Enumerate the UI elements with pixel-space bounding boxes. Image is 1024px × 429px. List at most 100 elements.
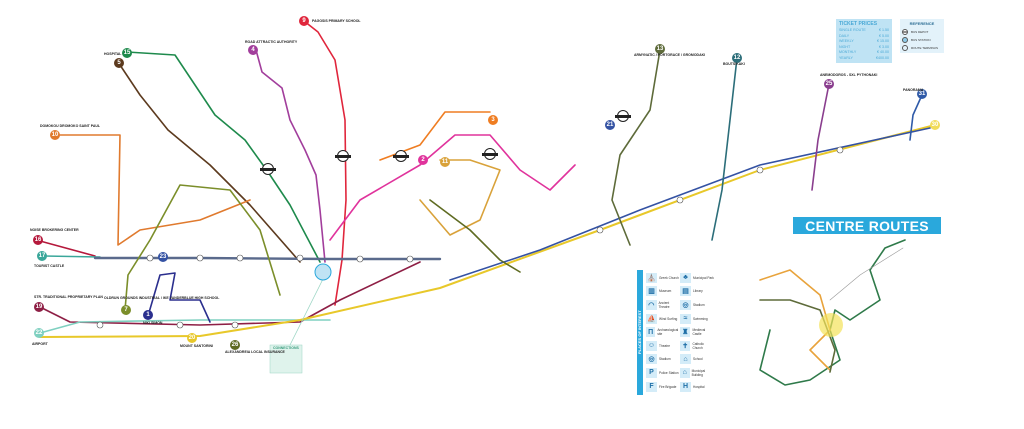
route-badge-1[interactable]: 1	[143, 310, 153, 320]
terminal-label: PANORAMA	[903, 88, 924, 92]
route-line-11[interactable]	[419, 159, 501, 236]
ticket-row: MONTHLY € 40.00	[839, 50, 889, 56]
poi-label: Library	[693, 289, 703, 294]
windsurf-icon: ⛵	[646, 313, 657, 324]
route-line-22[interactable]	[39, 319, 331, 334]
route-badge-22[interactable]: 22	[34, 328, 44, 338]
route-badge-15[interactable]: 15	[122, 48, 132, 58]
centre-route-orange[interactable]	[759, 269, 831, 371]
terminal-label: PAGOSIS PRIMARY SCHOOL	[312, 19, 361, 23]
poi-item: ◎Stadium	[680, 299, 714, 311]
route-badge-2[interactable]: 2	[418, 155, 428, 165]
ticket-price: € 3.00	[879, 44, 889, 49]
ticket-price: € 40.00	[877, 50, 889, 55]
ticket-price: € 1.50	[879, 28, 889, 32]
route-line-5[interactable]	[117, 61, 301, 263]
route-line-26[interactable]	[429, 199, 521, 273]
terminal-label: OLDRUN GROUNDS INDUSTRIAL / IKE VANDERBL…	[104, 296, 220, 300]
route-line-10[interactable]	[59, 134, 251, 246]
ticket-row: SINGLE ROUTE€ 1.50	[839, 28, 889, 34]
terminal-label: DOMOKOU DROMOKO SAINT PAUL	[40, 124, 101, 128]
poi-label: Catholic Church	[692, 341, 704, 350]
route-badge-25[interactable]: 25	[824, 79, 834, 89]
route-line-1[interactable]	[147, 272, 211, 323]
route-badge-9[interactable]: 9	[299, 16, 309, 26]
school-icon: ⌂	[680, 354, 691, 365]
terminal-label: BOUTSIKAKI	[723, 62, 745, 66]
poi-label: Police Station	[659, 370, 679, 375]
route-badge-5[interactable]: 5	[114, 58, 124, 68]
route-badge-26[interactable]: 26	[230, 340, 240, 350]
bus-depot-icon	[260, 163, 276, 175]
ticket-label: MONTHLY	[839, 50, 857, 55]
route-badge-12[interactable]: 12	[732, 53, 742, 63]
places-of-interest-legend: PLACES OF INTEREST ⛪Greek Church♣Municip…	[637, 270, 714, 395]
bus-depot-icon	[615, 110, 631, 122]
poi-label: Municipal Building	[691, 368, 706, 377]
terminal-label: ALEXANDREIA LOCAL INSURANCE	[225, 350, 285, 354]
terminal-label: MOUNT SANTORINI	[180, 344, 213, 348]
route-line-19[interactable]	[39, 261, 421, 326]
terminal-label: ARMYNATIC / PORTGRACE / GROMODAKI	[634, 53, 706, 57]
ticket-label: NIGHT	[839, 44, 851, 49]
poi-item: ⛪Greek Church	[646, 272, 680, 284]
route-badge-4[interactable]: 4	[248, 45, 258, 55]
poi-label: Ancient Theatre	[658, 300, 670, 309]
ticket-row: NIGHT € 3.00	[839, 45, 889, 51]
ticket-row: WEEKLY€ 15.00	[839, 39, 889, 45]
hospital-icon: H	[680, 381, 691, 392]
route-line-15[interactable]	[126, 51, 321, 263]
route-line-2[interactable]	[329, 134, 576, 241]
places-of-interest-title: PLACES OF INTEREST	[637, 270, 643, 395]
route-badge-30[interactable]: 30	[930, 120, 940, 130]
route-line-16[interactable]	[39, 240, 96, 257]
poi-label: Wind Surfing	[659, 316, 678, 321]
castle-icon: ♜	[680, 327, 691, 338]
poi-item: ≈Swimming	[680, 313, 714, 325]
route-badge-17[interactable]: 17	[37, 251, 47, 261]
poi-item: ▤Library	[680, 286, 714, 298]
route-badge-23[interactable]: 23	[158, 252, 168, 262]
route-badge-7[interactable]: 7	[121, 305, 131, 315]
route-badge-19[interactable]: 19	[34, 302, 44, 312]
route-line-12[interactable]	[711, 57, 738, 241]
centre-routes-title: CENTRE ROUTES	[793, 217, 941, 234]
route-badge-16[interactable]: 16	[33, 235, 43, 245]
central-station[interactable]	[314, 263, 332, 281]
terminal-label: ROAD ATTRACTIC AUTHORITY	[245, 40, 298, 44]
route-badge-13[interactable]: 13	[655, 44, 665, 54]
poi-label: Municipal Park	[693, 275, 714, 280]
reference-label: BUS STATION	[911, 38, 931, 42]
bus-depot-icon	[335, 150, 351, 162]
route-badge-31[interactable]: 31	[917, 89, 927, 99]
route-line-7[interactable]	[124, 184, 281, 311]
route-badge-10[interactable]: 10	[50, 130, 60, 140]
connections-table	[269, 344, 303, 374]
terminal-label: STR. TRADITIONAL PROPRIETARY PLAN	[34, 295, 103, 299]
poi-label: Hospital	[693, 384, 705, 389]
route-line-25[interactable]	[811, 83, 830, 191]
route-badge-21[interactable]: 21	[605, 120, 615, 130]
poi-label: Swimming	[693, 316, 708, 321]
centre-route-dark[interactable]	[759, 299, 836, 373]
route-line-4[interactable]	[255, 49, 326, 263]
route-line-21[interactable]	[449, 127, 931, 281]
poi-label: Fire Brigade	[659, 384, 677, 389]
reference-label: BUS DEPOT	[911, 30, 929, 34]
route-badge-3[interactable]: 3	[488, 115, 498, 125]
catholic-church-icon: ✝	[680, 340, 691, 351]
route-badge-20[interactable]: 20	[187, 333, 197, 343]
reference-item: BUS DEPOT	[902, 28, 942, 36]
poi-item: ⌂School	[680, 354, 714, 366]
route-line-17[interactable]	[43, 255, 101, 258]
route-badge-11[interactable]: 11	[440, 157, 450, 167]
station-icon	[902, 37, 908, 43]
route-line-31[interactable]	[909, 94, 923, 141]
reference-item: ROUTE TERMINUS	[902, 44, 942, 52]
poi-item: ☺Theatre	[646, 340, 680, 352]
route-line-13[interactable]	[611, 49, 661, 246]
